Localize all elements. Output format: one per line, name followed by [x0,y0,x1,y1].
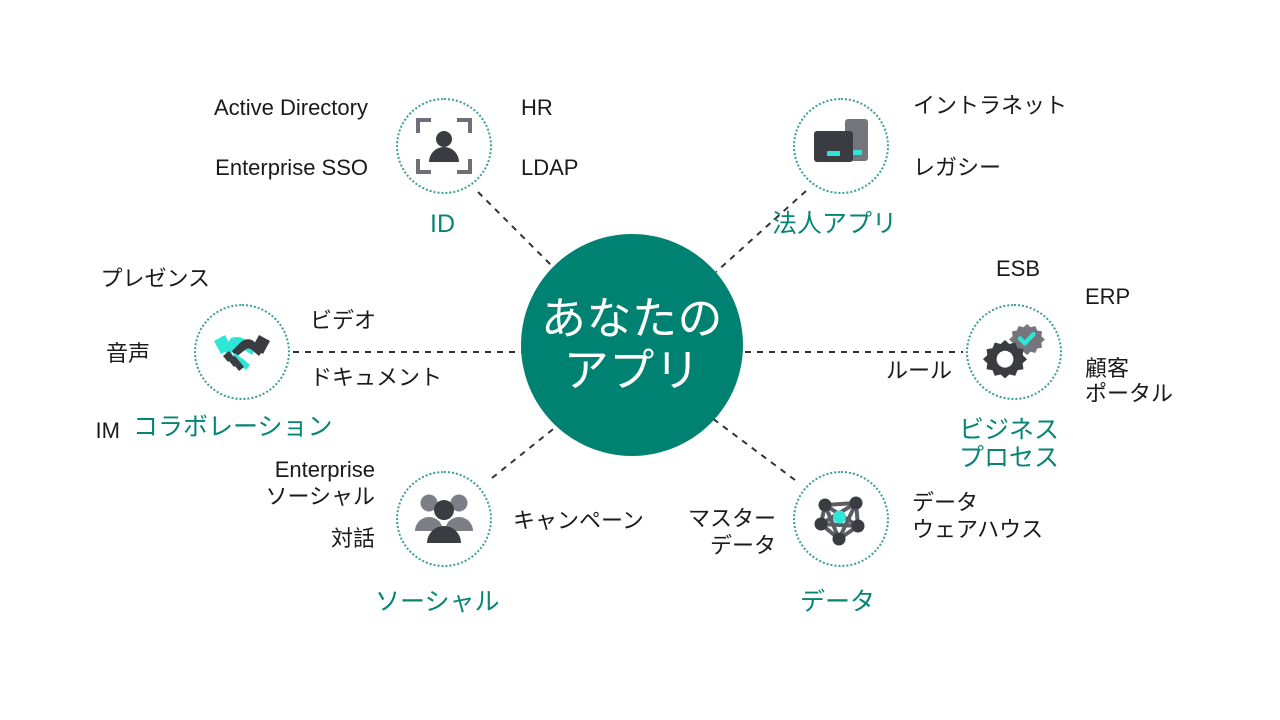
servers-icon [814,119,868,162]
satellite-enterprise-social-line1: Enterprise [274,457,375,482]
node-business-process[interactable] [966,304,1062,400]
satellite-voice: 音声 [105,341,150,366]
satellite-legacy: レガシー [913,155,1002,180]
connector-corporate-apps [715,190,807,273]
node-label-business-process-line1: ビジネス [959,416,1060,444]
person-in-frame-icon [416,118,472,174]
satellite-campaign: キャンペーン [513,508,644,533]
node-label-social: ソーシャル [375,588,500,616]
satellite-customer-portal-line2: ポータル [1085,381,1174,406]
center-hub[interactable]: あなたの アプリ [521,234,743,456]
node-label-data: データ [800,588,876,616]
node-collaboration[interactable] [194,304,290,400]
satellite-master-data-line1: マスター [687,506,776,531]
satellite-dialogue: 対話 [330,526,375,551]
node-label-id: ID [430,210,455,238]
connector-data [707,414,796,481]
satellite-presence: プレゼンス [100,266,210,291]
node-corporate-apps[interactable] [793,98,889,194]
connector-id [477,191,563,277]
gears-check-icon [983,324,1045,379]
satellite-master-data-line2: データ [709,533,776,558]
satellite-im: IM [95,418,120,443]
satellite-esb: ESB [996,256,1041,281]
satellite-ldap: LDAP [521,155,579,180]
satellite-customer-portal-line1: 顧客 [1085,356,1130,381]
satellite-enterprise-social-line2: ソーシャル [265,484,375,509]
node-data[interactable] [793,471,889,567]
satellite-data-warehouse-line1: データ [912,490,979,515]
node-label-corporate-apps: 法人アプリ [772,210,898,238]
satellite-video: ビデオ [310,308,377,333]
hub-title-line2: アプリ [563,345,701,396]
satellite-intranet: イントラネット [913,93,1068,118]
hub-title-line1: あなたの [540,292,723,344]
satellite-active-directory: Active Directory [213,95,368,120]
connector-social [491,417,568,479]
satellite-enterprise-sso: Enterprise SSO [215,155,368,180]
node-social[interactable] [396,471,492,567]
satellite-hr: HR [521,95,553,120]
node-id[interactable] [396,98,492,194]
handshake-icon [214,335,270,371]
network-graph-icon [814,496,865,546]
satellite-document: ドキュメント [310,365,443,390]
node-label-collaboration: コラボレーション [133,413,333,441]
satellite-data-warehouse-line2: ウェアハウス [912,517,1044,542]
node-label-business-process-line2: プロセス [959,444,1060,472]
satellite-erp: ERP [1085,284,1131,309]
satellite-rules: ルール [885,358,952,383]
people-group-icon [415,494,473,543]
